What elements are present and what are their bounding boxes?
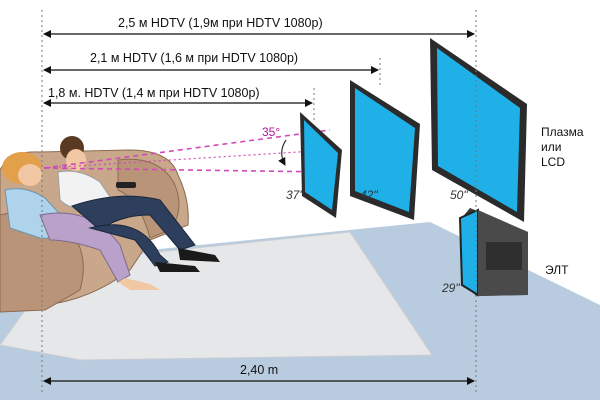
distance-arrows: [43, 30, 475, 385]
tv-37: [300, 112, 342, 218]
size-label-50: 50": [450, 188, 468, 202]
angle-label: 35°: [262, 125, 280, 139]
reference-lines: [41, 10, 477, 392]
size-label-29: 29": [441, 281, 460, 295]
tv-42: [350, 80, 420, 220]
tv-29-crt: [458, 208, 528, 297]
distance-label-room: 2,40 m: [240, 363, 278, 377]
type-label-plasma: Плазма: [541, 125, 584, 139]
type-label-crt: ЭЛТ: [545, 263, 569, 277]
size-label-42: 42": [360, 188, 378, 202]
type-label-lcd: LCD: [541, 155, 565, 169]
woman: [2, 152, 160, 290]
tv-50: [430, 38, 527, 222]
distance-label-2-5m: 2,5 м HDTV (1,9м при HDTV 1080p): [118, 16, 323, 30]
distance-label-1-8m: 1,8 м. HDTV (1,4 м при HDTV 1080p): [48, 86, 260, 100]
sight-lines: [43, 129, 331, 173]
remote-control: [116, 182, 136, 188]
size-label-37: 37": [286, 188, 304, 202]
type-label-or: или: [541, 140, 561, 154]
man: [57, 136, 220, 272]
distance-label-2-1m: 2,1 м HDTV (1,6 м при HDTV 1080p): [90, 51, 298, 65]
